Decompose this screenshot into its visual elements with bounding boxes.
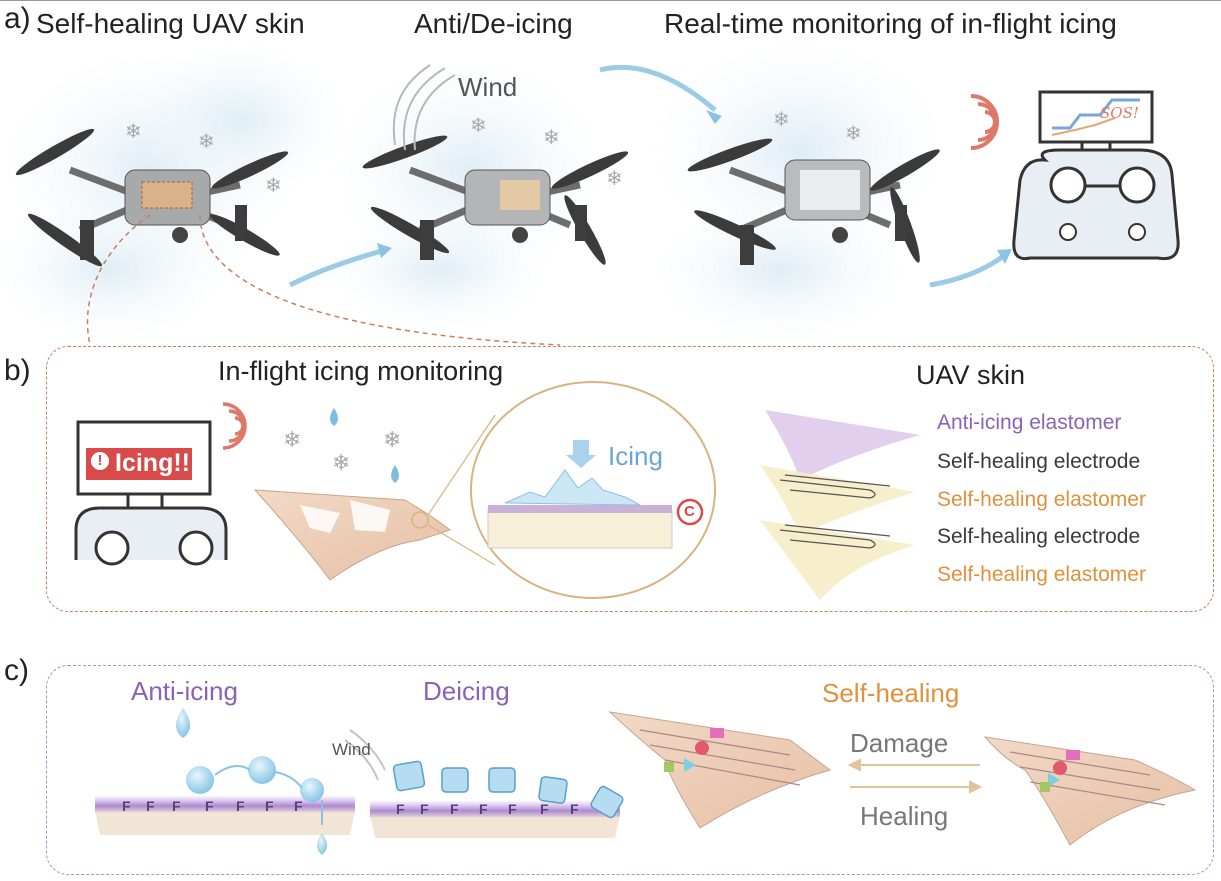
remote-controller-b [74, 420, 228, 566]
fluorine-label: F [396, 801, 405, 817]
remote-controller-a [1012, 90, 1180, 261]
svg-text:❄: ❄ [383, 428, 401, 453]
panel-c-label: c) [4, 654, 29, 687]
wind-lines-a [392, 64, 456, 151]
signal-icon-b [222, 402, 247, 450]
alert-icon: ! [91, 452, 109, 470]
anti-icing-surface [95, 795, 355, 835]
arrow-a-1 [288, 247, 386, 288]
fluorine-label: F [570, 801, 579, 817]
svg-text:❄: ❄ [332, 451, 350, 476]
signal-icon-a [970, 94, 999, 150]
fluorine-label: F [236, 798, 245, 814]
wind-label-c: Wind [332, 740, 371, 759]
deicing-title: Deicing [423, 676, 510, 706]
zoom-connector [86, 214, 151, 346]
panel-b-label: b) [4, 354, 31, 387]
zoom-circle-b [470, 381, 716, 599]
droplet-arrows [214, 765, 323, 825]
sos-label: SOS! [1100, 104, 1139, 122]
icing-label: Icing [608, 441, 663, 471]
damage-label: Damage [850, 728, 949, 758]
fluorine-label: F [420, 801, 429, 817]
svg-text:❄: ❄ [773, 107, 790, 131]
self-healing-sheet-healed [983, 736, 1197, 846]
anti-icing-title: Anti-icing [131, 676, 238, 706]
deicing-surface [370, 800, 620, 838]
layer-label-2: Self-healing electrode [937, 450, 1141, 473]
arrow-a-3 [929, 252, 1007, 288]
top-border [0, 0, 1221, 1]
svg-text:❄: ❄ [198, 129, 215, 153]
fluorine-label: F [508, 801, 517, 817]
layer-label-1: Anti-icing elastomer [937, 411, 1122, 434]
svg-text:❄: ❄ [470, 113, 487, 137]
drone-2 [362, 135, 629, 265]
fluorine-label: F [172, 798, 181, 814]
panel-a-title-1: Self-healing UAV skin [36, 8, 305, 39]
snowflakes-b: ❄ ❄ ❄ [283, 428, 401, 476]
layer-label-5: Self-healing elastomer [937, 563, 1146, 586]
drone-3 [687, 138, 940, 265]
fluorine-label: F [205, 798, 214, 814]
fluorine-label: F [540, 801, 549, 817]
drone-1 [15, 128, 289, 267]
panel-b-frame [46, 346, 1214, 612]
droplets-c [176, 708, 327, 855]
panel-a-label: a) [4, 2, 31, 35]
wind-label-a: Wind [458, 72, 518, 102]
uav-skin-layers [760, 410, 920, 600]
water-drops-b [330, 408, 399, 483]
ice-cubes-c [392, 760, 624, 819]
skin-sheet-b [253, 489, 452, 581]
snowflakes-a: ❄ ❄ ❄ ❄ ❄ ❄ ❄ ❄ [125, 107, 862, 197]
healing-label: Healing [860, 801, 949, 831]
self-healing-title: Self-healing [822, 678, 960, 708]
wind-lines-c [344, 729, 386, 781]
panel-a-title-3: Real-time monitoring of in-flight icing [664, 8, 1117, 39]
fluorine-label: F [294, 798, 303, 814]
fluorine-label: F [479, 801, 488, 817]
panel-b-title-left: In-flight icing monitoring [218, 356, 504, 386]
svg-text:❄: ❄ [265, 173, 282, 197]
fluorine-label: F [265, 798, 274, 814]
svg-text:❄: ❄ [125, 119, 142, 143]
svg-text:❄: ❄ [283, 428, 301, 453]
fluorine-label: F [450, 801, 459, 817]
panel-b-title-right: UAV skin [916, 360, 1026, 390]
layer-label-3: Self-healing elastomer [937, 488, 1146, 511]
svg-text:❄: ❄ [543, 125, 560, 149]
capacitance-label: C [684, 503, 695, 520]
self-healing-sheet-damaged [608, 711, 832, 829]
layer-label-4: Self-healing electrode [937, 525, 1141, 548]
icing-alert-text: Icing!! [115, 449, 190, 477]
damage-healing-arrows [847, 758, 983, 794]
svg-text:❄: ❄ [606, 166, 623, 190]
svg-text:❄: ❄ [845, 121, 862, 145]
panel-a-title-2: Anti/De-icing [414, 8, 573, 39]
panel-c-frame [46, 665, 1214, 875]
arrow-a-2 [599, 64, 717, 112]
fluorine-label: F [146, 798, 155, 814]
fluorine-label: F [122, 798, 131, 814]
